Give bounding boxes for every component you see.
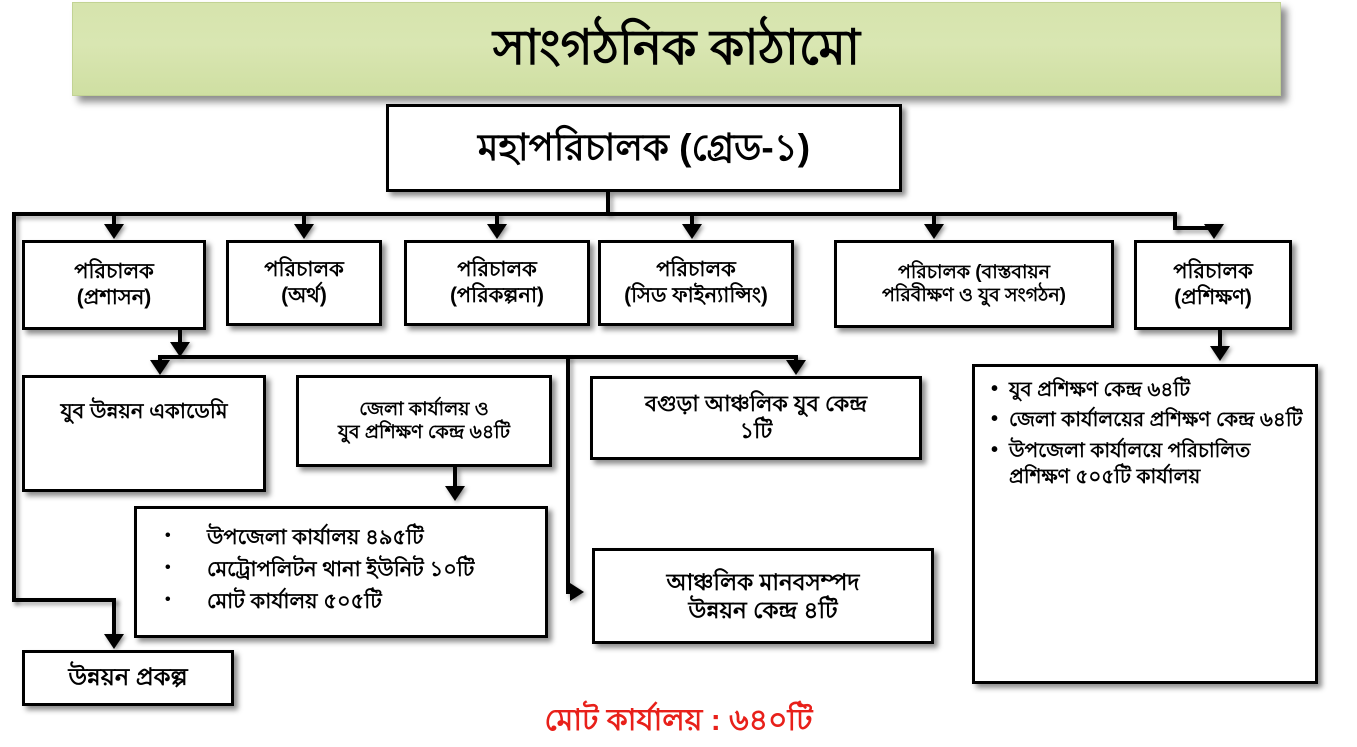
arrow-down-icon-upazila-list	[445, 486, 465, 501]
node-director-seed-financing-label: পরিচালক(সিড ফাইন্যান্সিং)	[624, 258, 768, 307]
arrow-down-icon-dir-1	[104, 224, 124, 239]
connector-second-bus	[158, 355, 798, 359]
node-director-training-label: পরিচালক(প্রশিক্ষণ)	[1173, 260, 1253, 309]
node-director-general[interactable]: মহাপরিচালক (গ্রেড-১)	[386, 104, 902, 192]
arrow-down-icon-admin-stem	[170, 342, 190, 357]
connector-hrd-spine	[566, 355, 570, 594]
node-upazila-summary[interactable]: উপজেলা কার্যালয় ৪৯৫টি মেট্রোপলিটন থানা …	[134, 506, 548, 638]
node-director-planning-label: পরিচালক(পরিকল্পনা)	[449, 258, 545, 307]
connector-drop-dir-5	[932, 212, 936, 228]
arrow-down-icon-bogura-center	[786, 360, 806, 375]
node-director-general-label: মহাপরিচালক (গ্রেড-১)	[477, 127, 811, 169]
node-development-project[interactable]: উন্নয়ন প্রকল্প	[22, 650, 234, 706]
arrow-down-icon-dir-4	[682, 224, 702, 239]
page-title: সাংগঠনিক কাঠামো	[492, 21, 861, 76]
training-summary-list: যুব প্রশিক্ষণ কেন্দ্র ৬৪টি জেলা কার্যালয…	[975, 367, 1315, 495]
list-item: মোট কার্যালয় ৫০৫টি	[165, 588, 539, 616]
arrow-down-icon-dir-5	[924, 224, 944, 239]
upazila-summary-list: উপজেলা কার্যালয় ৪৯৫টি মেট্রোপলিটন থানা …	[137, 522, 545, 621]
list-item: জেলা কার্যালয়ের প্রশিক্ষণ কেন্দ্র ৬৪টি	[991, 406, 1305, 433]
connector-left-spine	[12, 212, 16, 602]
node-director-administration-label: পরিচালক(প্রশাসন)	[74, 260, 154, 309]
connector-admin-stem	[178, 330, 182, 346]
node-director-planning[interactable]: পরিচালক(পরিকল্পনা)	[404, 240, 590, 326]
connector-drop-dir-3	[495, 212, 499, 228]
connector-drop-dir-1	[112, 212, 116, 228]
list-item: মেট্রোপলিটন থানা ইউনিট ১০টি	[165, 556, 539, 584]
arrow-down-icon-dev-project	[104, 634, 124, 649]
connector-drop-dir-2	[302, 212, 306, 228]
list-item: যুব প্রশিক্ষণ কেন্দ্র ৬৪টি	[991, 376, 1305, 403]
arrow-down-icon-dir-3	[487, 224, 507, 239]
node-director-training[interactable]: পরিচালক(প্রশিক্ষণ)	[1134, 240, 1292, 330]
node-director-administration[interactable]: পরিচালক(প্রশাসন)	[22, 240, 206, 330]
footer-total-offices: মোট কার্যালয় : ৬৪০টি	[544, 704, 813, 737]
node-director-seed-financing[interactable]: পরিচালক(সিড ফাইন্যান্সিং)	[598, 240, 794, 326]
node-development-project-label: উন্নয়ন প্রকল্প	[68, 664, 188, 692]
page-title-banner: সাংগঠনিক কাঠামো	[72, 2, 1281, 96]
arrow-down-icon-dir-6	[1204, 224, 1224, 239]
connector-drop-dir-4	[690, 212, 694, 228]
arrow-down-icon-training-list	[1210, 346, 1230, 361]
node-director-finance-label: পরিচালক(অর্থ)	[264, 258, 344, 307]
connector-bus-right-drop	[1173, 212, 1177, 230]
arrow-down-icon-youth-academy	[150, 360, 170, 375]
node-youth-development-academy[interactable]: যুব উন্নয়ন একাডেমি	[22, 375, 266, 492]
arrow-right-icon-hrd-center	[570, 583, 584, 601]
list-item: উপজেলা কার্যালয় ৪৯৫টি	[165, 524, 539, 552]
connector-left-spine-jog	[12, 598, 116, 602]
connector-district-to-upazila	[453, 467, 457, 489]
node-training-summary[interactable]: যুব প্রশিক্ষণ কেন্দ্র ৬৪টি জেলা কার্যালয…	[972, 364, 1318, 684]
connector-training-stem	[1218, 330, 1222, 350]
list-item: উপজেলা কার্যালয়ে পরিচালিত প্রশিক্ষণ ৫০৫…	[991, 437, 1305, 491]
connector-dev-project-drop	[112, 598, 116, 638]
arrow-down-icon-dir-2	[294, 224, 314, 239]
node-youth-development-academy-label: যুব উন্নয়ন একাডেমি	[60, 399, 228, 423]
connector-dg-stem	[606, 192, 610, 214]
connector-bus-right-jog	[1173, 226, 1214, 230]
connector-director-bus	[12, 212, 1177, 216]
node-director-finance[interactable]: পরিচালক(অর্থ)	[226, 240, 382, 326]
